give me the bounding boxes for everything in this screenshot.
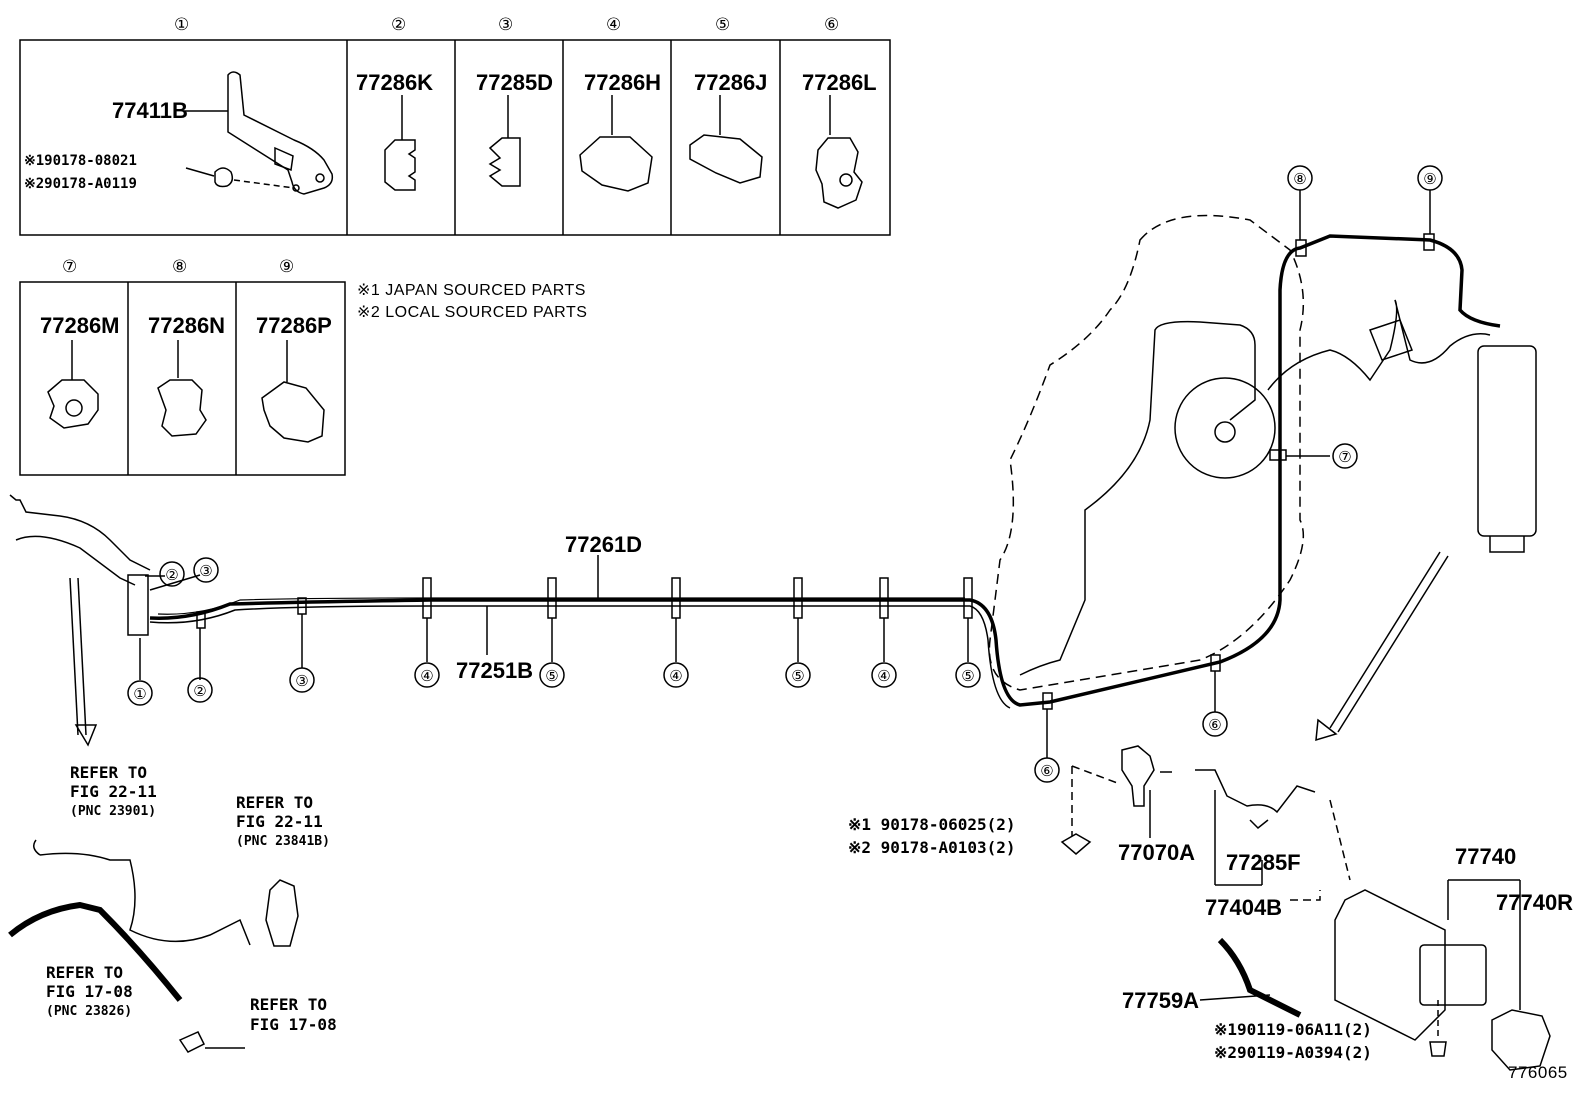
refer-4-line1: REFER TO: [250, 995, 327, 1014]
label-77251B: 77251B: [456, 658, 533, 683]
marker-6b: ⑥: [1208, 716, 1221, 734]
refer-3-line2: FIG 17-08: [46, 982, 133, 1001]
marker-2: ②: [193, 682, 206, 700]
marker-4b: ④: [669, 667, 682, 685]
label-77404B: 77404B: [1205, 895, 1282, 920]
part-label-77286P: 77286P: [256, 313, 332, 338]
tube-left-end: [9, 494, 151, 571]
refer-2-line1: REFER TO: [236, 793, 313, 812]
lower-left-hoses: [8, 839, 299, 1053]
box1-code-1: ※190178-08021: [24, 153, 137, 169]
lower-right-parts: [1060, 745, 1551, 1071]
marker-8: ⑧: [1293, 170, 1306, 188]
fastener-code-2a: ※190119-06A11(2): [1214, 1020, 1372, 1039]
pump-cap: [1214, 421, 1236, 443]
tube-left-end-2: [15, 535, 136, 586]
box-num-5: ⑤: [715, 15, 730, 35]
marker-1: ①: [133, 685, 146, 703]
marker-5c: ⑤: [961, 667, 974, 685]
part-label-77411B: 77411B: [112, 98, 188, 123]
marker-5b: ⑤: [791, 667, 804, 685]
callout-lines: [139, 190, 1431, 758]
callout-circles: [127, 165, 1443, 783]
tube-run-77261D: [149, 234, 1501, 709]
box-num-4: ④: [606, 15, 621, 35]
refer-2-line3: (PNC 23841B): [236, 834, 330, 849]
marker-4a: ④: [420, 667, 433, 685]
note-local: ※2 LOCAL SOURCED PARTS: [357, 304, 587, 321]
refer-4-line2: FIG 17-08: [250, 1015, 337, 1034]
box-num-8: ⑧: [172, 257, 187, 277]
box-num-6: ⑥: [824, 15, 839, 35]
part-label-77286M: 77286M: [40, 313, 120, 338]
header-box-row-1: [19, 39, 891, 236]
box1-code-2: ※290178-A0119: [24, 176, 137, 192]
refer-1-line1: REFER TO: [70, 763, 147, 782]
left-bracket: [127, 574, 149, 636]
marker-3-left: ③: [199, 562, 212, 580]
marker-3: ③: [295, 672, 308, 690]
marker-6a: ⑥: [1040, 762, 1053, 780]
part-label-77286N: 77286N: [148, 313, 225, 338]
box-num-1: ①: [174, 15, 189, 35]
bracket-77411B-drawing: [183, 71, 334, 195]
clip-drawings: [47, 95, 863, 443]
part-label-77286K: 77286K: [356, 70, 433, 95]
part-label-77286H: 77286H: [584, 70, 661, 95]
label-77759A: 77759A: [1122, 988, 1199, 1013]
canister-top-right: [1267, 299, 1537, 553]
refer-2-line2: FIG 22-11: [236, 812, 323, 831]
refer-3-line3: (PNC 23826): [46, 1004, 132, 1019]
fastener-code-1a: ※1 90178-06025(2): [848, 815, 1016, 834]
marker-5a: ⑤: [545, 667, 558, 685]
label-77740R: 77740R: [1496, 890, 1573, 915]
direction-arrows: [69, 551, 1449, 747]
fastener-code-2b: ※290119-A0394(2): [1214, 1043, 1372, 1062]
refer-3-line1: REFER TO: [46, 963, 123, 982]
part-label-77285D: 77285D: [476, 70, 553, 95]
marker-4c: ④: [877, 667, 890, 685]
label-77285F: 77285F: [1226, 850, 1301, 875]
header-box-row-2: [19, 281, 346, 476]
label-77070A: 77070A: [1118, 840, 1195, 865]
box-num-2: ②: [391, 15, 406, 35]
box-num-9: ⑨: [279, 257, 294, 277]
box-num-3: ③: [498, 15, 513, 35]
figure-id: 776065: [1508, 1063, 1568, 1082]
marker-2-left: ②: [165, 566, 178, 584]
refer-1-line2: FIG 22-11: [70, 782, 157, 801]
marker-9: ⑨: [1423, 170, 1436, 188]
pump-flange: [1174, 377, 1276, 479]
marker-7: ⑦: [1338, 448, 1351, 466]
fuel-pipe-thin: [1019, 320, 1256, 676]
part-label-77286J: 77286J: [694, 70, 767, 95]
fuel-tank-outline: [988, 214, 1305, 691]
refer-1-line3: (PNC 23901): [70, 804, 156, 819]
note-japan: ※1 JAPAN SOURCED PARTS: [357, 282, 586, 299]
box-num-7: ⑦: [62, 257, 77, 277]
label-77740: 77740: [1455, 844, 1516, 869]
label-77261D: 77261D: [565, 532, 642, 557]
clamps: [196, 233, 1435, 710]
fastener-code-1b: ※2 90178-A0103(2): [848, 838, 1016, 857]
part-label-77286L: 77286L: [802, 70, 877, 95]
